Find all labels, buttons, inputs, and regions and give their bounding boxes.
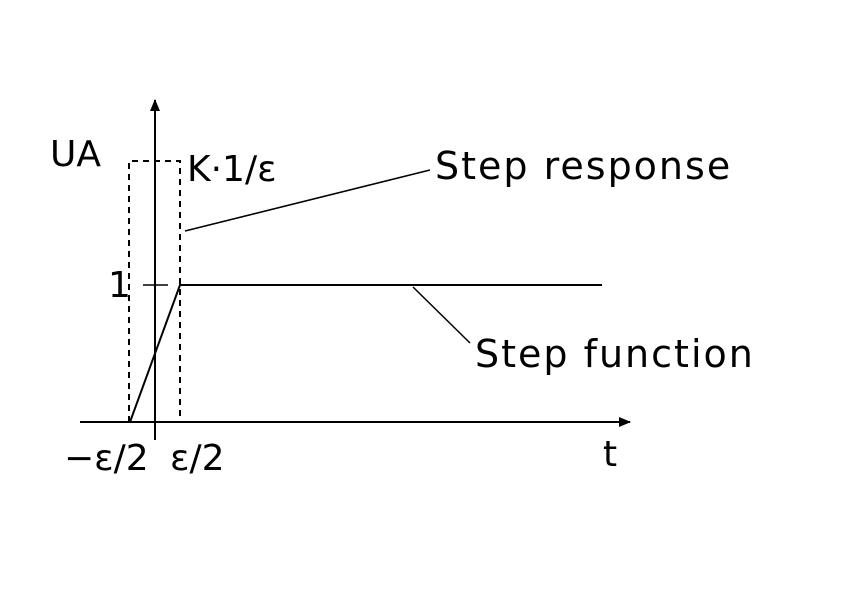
y-axis-label: UA bbox=[50, 134, 101, 175]
step-function-leader bbox=[412, 286, 471, 344]
x-axis-label: t bbox=[603, 434, 617, 475]
level-one-label: 1 bbox=[108, 265, 131, 306]
step-function-line bbox=[129, 284, 602, 423]
tick-left-label: −ε/2 bbox=[64, 438, 149, 479]
impulse-height-label: K·1/ε bbox=[187, 149, 277, 190]
tick-right-label: ε/2 bbox=[170, 438, 225, 479]
step-function-callout: Step function bbox=[475, 332, 755, 376]
step-response-callout: Step response bbox=[435, 144, 732, 188]
step-response-pulse bbox=[128, 160, 181, 422]
step-response-leader bbox=[184, 169, 431, 232]
